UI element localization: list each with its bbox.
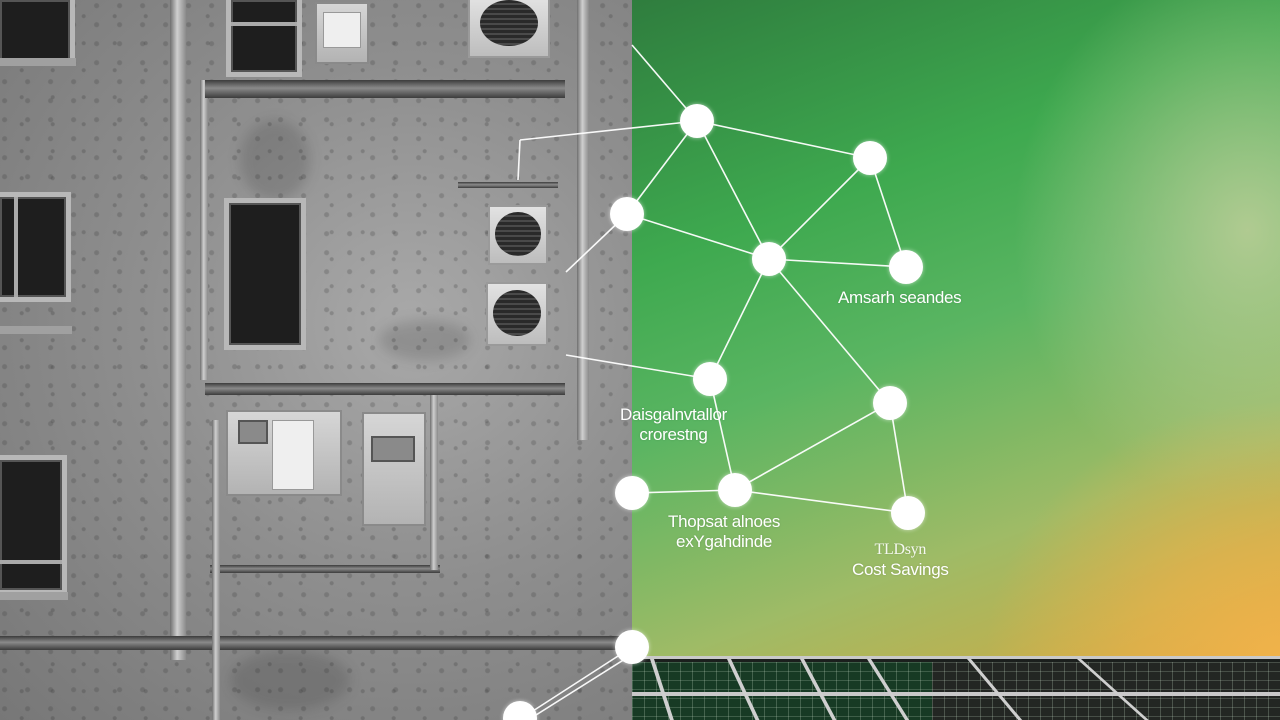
node-label-3-line1: Thopsat alnoes	[668, 512, 781, 531]
electric-meter-box	[226, 410, 342, 496]
electrical-box-top	[315, 2, 369, 64]
network-node	[873, 386, 907, 420]
conduit-pipe	[200, 80, 208, 380]
network-node	[615, 630, 649, 664]
electric-meter-box-2	[362, 412, 426, 526]
ac-unit-top	[468, 0, 550, 58]
horizontal-pipe-top	[205, 80, 565, 98]
conduit-pipe	[212, 420, 220, 720]
node-label-2-line2: crorestng	[639, 425, 708, 444]
network-node	[610, 197, 644, 231]
wall-stain	[230, 650, 350, 710]
solar-rail	[632, 692, 1280, 696]
green-gradient-panel	[632, 0, 1280, 658]
network-node	[889, 250, 923, 284]
node-label-4-line1: TLDsyn	[874, 541, 927, 558]
node-label-2-line1: Daisgalnvtallor	[620, 405, 727, 424]
window-mid-left	[0, 192, 71, 302]
drain-pipe-right	[577, 0, 589, 440]
horizontal-pipe-bottom	[0, 636, 620, 650]
conduit-pipe	[430, 395, 438, 570]
ac-unit-mid	[488, 205, 548, 265]
window-top-center	[226, 0, 302, 77]
network-node	[680, 104, 714, 138]
network-node	[891, 496, 925, 530]
solar-panel-array	[632, 656, 1280, 720]
window-bottom-left	[0, 455, 67, 595]
window-mid-center	[224, 198, 306, 350]
window-sill	[0, 326, 72, 334]
wall-stain	[240, 120, 310, 200]
node-label-4-line2: Cost Savings	[852, 560, 949, 579]
network-node	[718, 473, 752, 507]
window-sill	[0, 592, 68, 600]
window-sill	[0, 58, 76, 66]
node-label-3-line2: exYgahdinde	[676, 532, 772, 551]
node-label-1-text: Amsarh seandes	[838, 288, 962, 307]
node-label-3: Thopsat alnoes exYgahdinde	[668, 512, 780, 552]
drain-pipe	[170, 0, 186, 660]
wall-stain	[380, 320, 470, 360]
window-top-left	[0, 0, 75, 65]
building-facade	[0, 0, 632, 720]
node-label-2: Daisgalnvtallor crorestng	[620, 405, 727, 445]
solar-cells-dark	[932, 662, 1280, 720]
horizontal-pipe-low	[210, 565, 440, 573]
ac-frame	[458, 182, 558, 188]
node-label-1: Amsarh seandes	[838, 288, 962, 308]
network-node	[853, 141, 887, 175]
network-node	[503, 701, 537, 720]
network-node	[615, 476, 649, 510]
node-label-4: TLDsyn Cost Savings	[852, 540, 949, 580]
ac-unit-low	[486, 282, 548, 346]
network-node	[693, 362, 727, 396]
network-node	[752, 242, 786, 276]
horizontal-pipe-mid	[205, 383, 565, 395]
